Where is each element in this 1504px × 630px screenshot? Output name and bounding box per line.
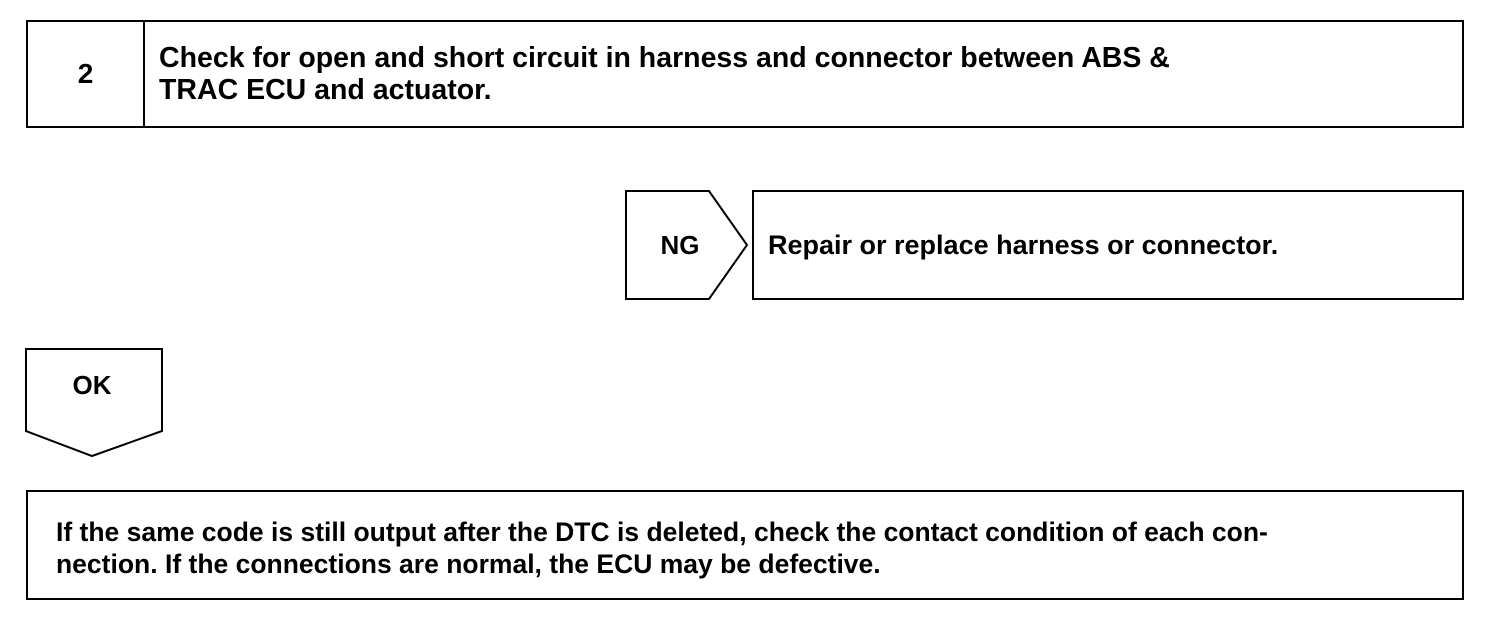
ng-action-text: Repair or replace harness or connector.: [768, 229, 1279, 260]
step-instruction-line: Check for open and short circuit in harn…: [159, 42, 1170, 74]
note-line: If the same code is still output after t…: [56, 517, 1268, 547]
ok-arrow-shape: [25, 348, 163, 458]
step-number: 2: [28, 22, 145, 126]
note-line: nection. If the connections are normal, …: [56, 549, 881, 579]
ng-arrow-shape: [625, 190, 749, 300]
ng-label: NG: [660, 229, 700, 260]
ok-label: OK: [72, 370, 112, 400]
step-instruction-line: TRAC ECU and actuator.: [159, 74, 492, 106]
step-instruction: Check for open and short circuit in harn…: [145, 22, 1462, 126]
step-box: 2 Check for open and short circuit in ha…: [26, 20, 1464, 128]
note-box: If the same code is still output after t…: [26, 490, 1464, 600]
ng-action-box: Repair or replace harness or connector.: [752, 190, 1464, 300]
